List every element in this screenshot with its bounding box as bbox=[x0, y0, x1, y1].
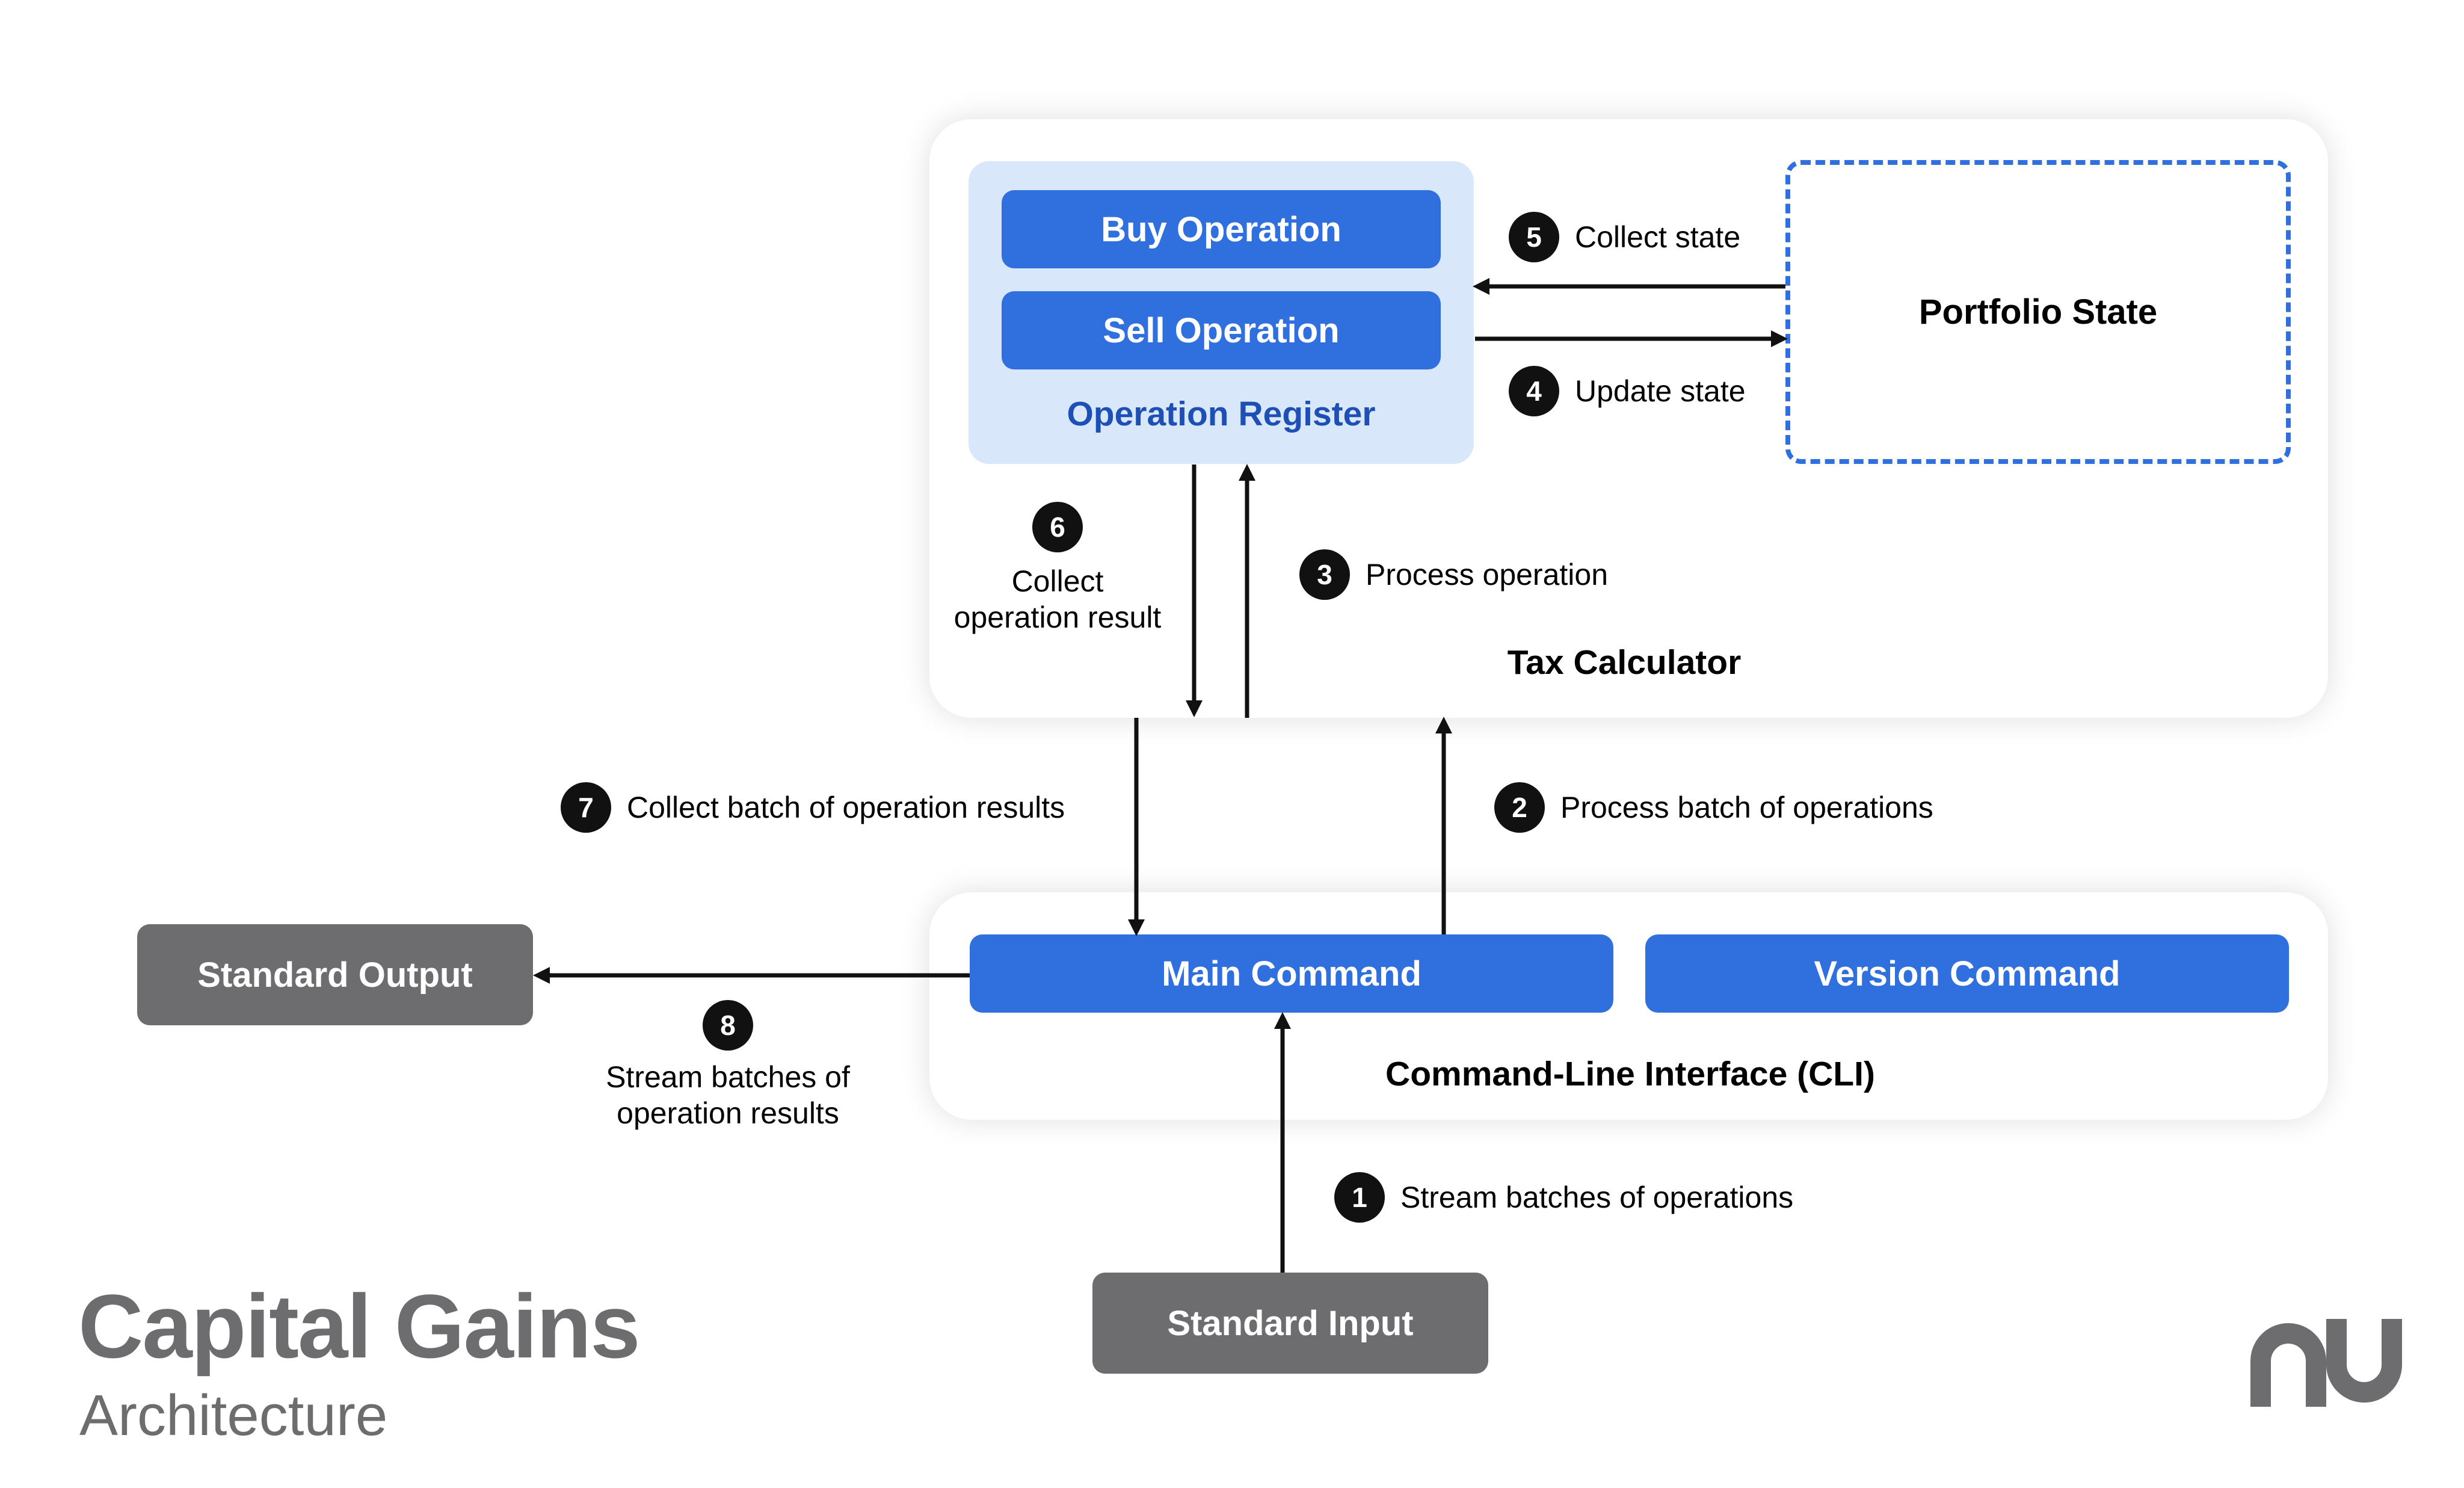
step-1: 1 Stream batches of operations bbox=[1334, 1172, 1793, 1223]
step-8-line-1: Stream batches of bbox=[606, 1060, 850, 1094]
arrowhead-process-batch bbox=[1435, 717, 1452, 733]
step-5: 5 Collect state bbox=[1509, 212, 1740, 262]
step-8-badge: 8 bbox=[703, 1000, 753, 1051]
step-number-badge: 1 bbox=[1334, 1172, 1385, 1223]
standard-output-box: Standard Output bbox=[137, 924, 533, 1025]
sell-operation-box: Sell Operation bbox=[1002, 291, 1441, 369]
step-number-badge: 3 bbox=[1299, 549, 1350, 600]
step-label: Update state bbox=[1575, 374, 1746, 408]
step-label: Process operation bbox=[1366, 558, 1609, 591]
step-6-line-1: Collect bbox=[1011, 564, 1104, 598]
step-6-line-2: operation result bbox=[953, 600, 1162, 634]
page-subtitle: Architecture bbox=[79, 1383, 388, 1448]
cli-label: Command-Line Interface (CLI) bbox=[1385, 1055, 1875, 1093]
step-7: 7 Collect batch of operation results bbox=[561, 782, 1065, 833]
arrowhead-update-state bbox=[1771, 330, 1788, 347]
step-8-label: Stream batches of operation results bbox=[547, 1059, 908, 1131]
operation-register-label: Operation Register bbox=[1067, 395, 1376, 433]
arrowhead-stream-results bbox=[533, 967, 550, 984]
arrowhead-stream-operations bbox=[1274, 1012, 1291, 1029]
page-title: Capital Gains bbox=[78, 1276, 641, 1377]
step-number-badge: 4 bbox=[1509, 366, 1559, 416]
main-command-box: Main Command bbox=[970, 934, 1613, 1013]
step-4: 4 Update state bbox=[1509, 366, 1746, 416]
step-3: 3 Process operation bbox=[1299, 549, 1608, 600]
step-number-badge: 2 bbox=[1494, 782, 1545, 833]
step-number-badge: 7 bbox=[561, 782, 611, 833]
version-command-box: Version Command bbox=[1645, 934, 2289, 1013]
step-label: Collect state bbox=[1575, 220, 1741, 254]
step-label: Collect batch of operation results bbox=[627, 791, 1065, 824]
step-6-badge: 6 bbox=[1032, 502, 1083, 552]
nu-logo: nu bbox=[2250, 1319, 2402, 1407]
step-8-line-2: operation results bbox=[617, 1096, 839, 1130]
arrowhead-collect-operation-result bbox=[1186, 700, 1203, 717]
arrowhead-collect-batch bbox=[1128, 919, 1145, 936]
buy-operation-box: Buy Operation bbox=[1002, 190, 1441, 268]
step-2: 2 Process batch of operations bbox=[1494, 782, 1933, 833]
step-6-label: Collect operation result bbox=[907, 563, 1208, 635]
standard-input-box: Standard Input bbox=[1092, 1273, 1488, 1374]
arrowhead-process-operation bbox=[1239, 464, 1255, 481]
step-label: Stream batches of operations bbox=[1400, 1181, 1794, 1214]
step-number-badge: 5 bbox=[1509, 212, 1559, 262]
portfolio-state-box: Portfolio State bbox=[1785, 160, 2291, 464]
tax-calculator-label: Tax Calculator bbox=[1507, 643, 1742, 682]
arrowhead-collect-state bbox=[1473, 278, 1489, 295]
step-label: Process batch of operations bbox=[1560, 791, 1933, 824]
